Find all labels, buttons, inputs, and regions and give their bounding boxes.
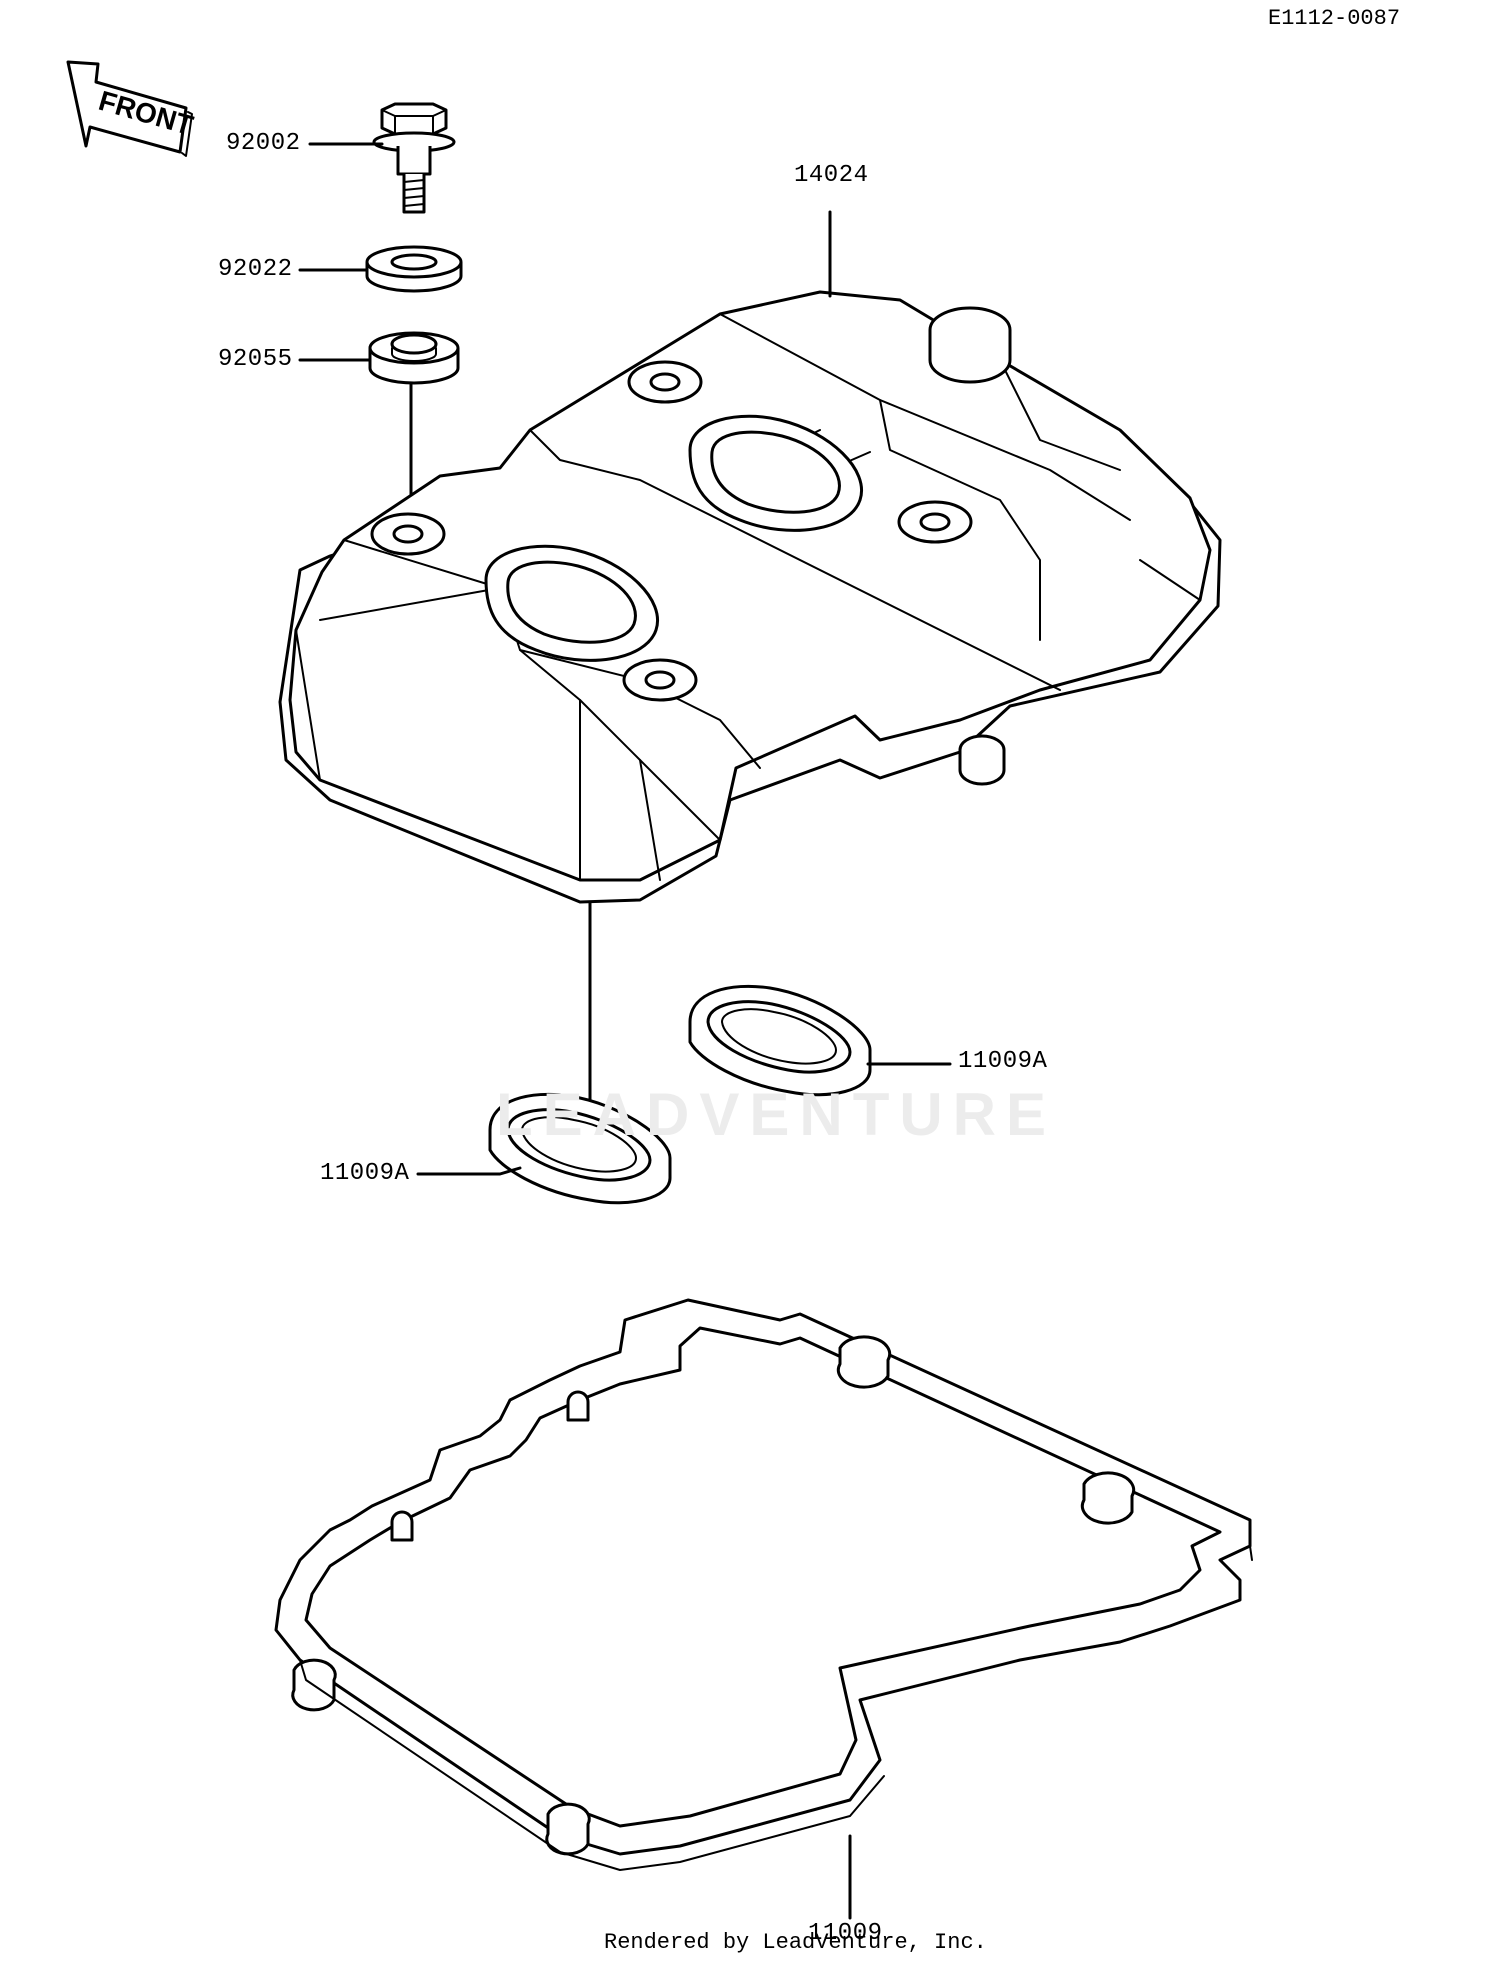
front-arrow-icon: FRONT [66, 60, 197, 157]
diagram-reference: E1112-0087 [1268, 6, 1401, 31]
callout-92022: 92022 [218, 256, 293, 283]
callout-11009a-left: 11009A [320, 1160, 410, 1187]
callout-92055: 92055 [218, 346, 293, 373]
cylinder-head-cover-part[interactable] [278, 290, 1222, 904]
callout-14024: 14024 [794, 162, 869, 189]
plug-gasket-left-part[interactable] [488, 1092, 672, 1205]
callout-11009: 11009 [808, 1920, 883, 1947]
callout-11009a-right: 11009A [958, 1048, 1048, 1075]
footer-credit: Rendered by LeadVenture, Inc. [604, 1930, 987, 1955]
callout-92002: 92002 [226, 130, 301, 157]
plug-gasket-right-part[interactable] [688, 984, 872, 1097]
bolt-part[interactable] [372, 102, 456, 214]
cover-gasket-part[interactable] [274, 1298, 1253, 1871]
grommet-part[interactable] [368, 331, 460, 385]
watermark-text: LEADVENTURE [496, 1081, 1057, 1148]
washer-part[interactable] [365, 245, 463, 293]
